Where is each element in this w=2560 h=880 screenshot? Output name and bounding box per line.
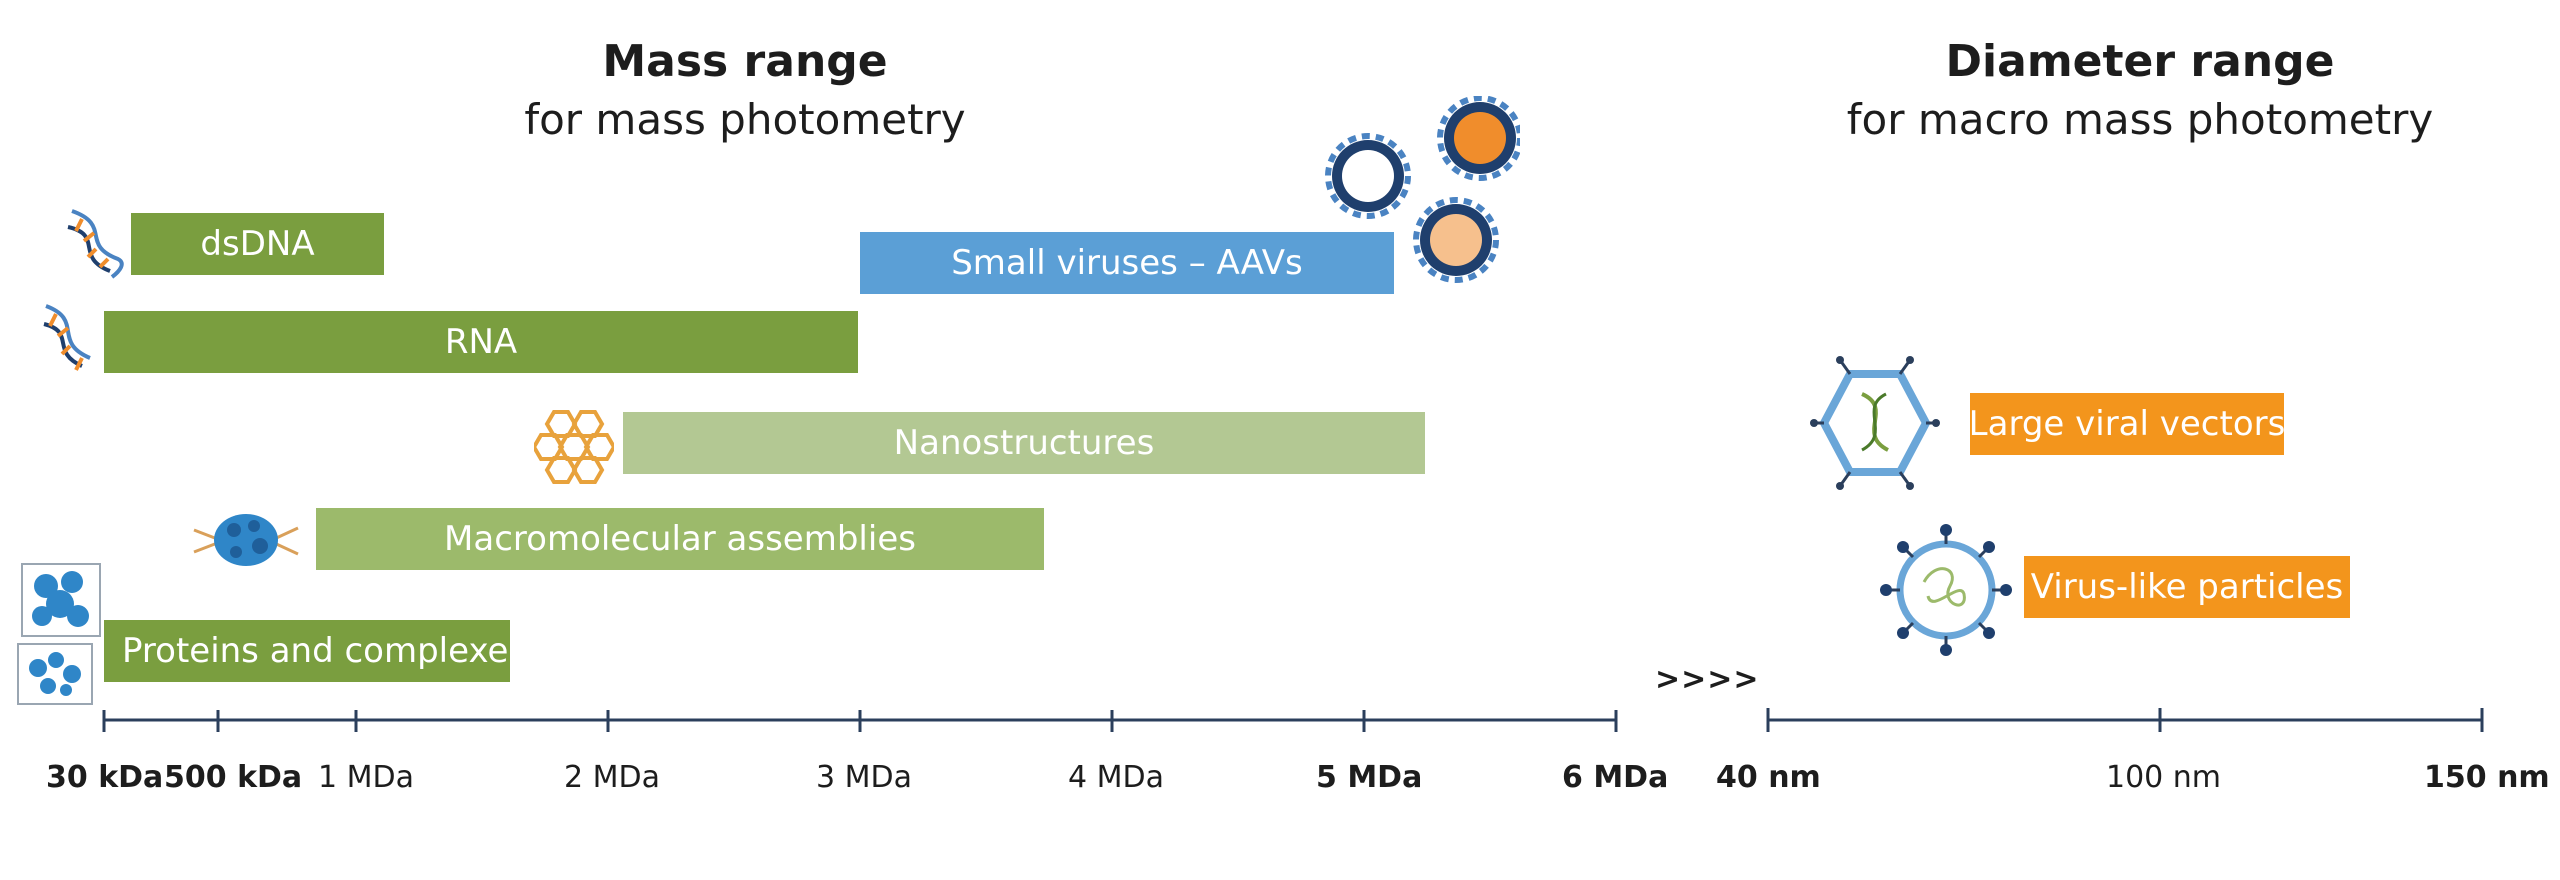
tick-100nm: 100 nm [2106, 760, 2222, 795]
tick-2mda: 2 MDa [564, 760, 660, 795]
mass-range-heading: Mass range [602, 36, 888, 87]
tick-500kda: 500 kDa [164, 760, 303, 795]
dna-helix-icon [67, 209, 124, 279]
bar-macromolecular-assemblies: Macromolecular assemblies [316, 508, 1044, 570]
nanostructure-hexagon-icon [534, 410, 614, 484]
mass-range-title: Mass range for mass photometry [410, 34, 1080, 150]
axis-break-marker: >>>> [1655, 662, 1760, 697]
tick-6mda: 6 MDa [1562, 760, 1669, 795]
mass-range-subheading: for mass photometry [524, 95, 966, 144]
bar-nanostructures: Nanostructures [623, 412, 1425, 474]
rna-helix-icon [43, 304, 91, 371]
tick-30kda: 30 kDa [46, 760, 164, 795]
tick-150nm: 150 nm [2424, 760, 2550, 795]
viral-vector-icon [1810, 356, 1940, 490]
virus-like-particle-icon [1880, 524, 2012, 656]
diameter-axis-ticks [1766, 708, 2484, 732]
bar-dsdna: dsDNA [131, 213, 384, 275]
protein-structure-icon [17, 563, 101, 705]
bar-virus-like-particles: Virus-like particles [2024, 556, 2350, 618]
tick-40nm: 40 nm [1716, 760, 1821, 795]
bar-rna: RNA [104, 311, 858, 373]
bar-large-viral-vectors: Large viral vectors [1969, 393, 2285, 455]
tick-3mda: 3 MDa [816, 760, 912, 795]
diameter-range-heading: Diameter range [1945, 36, 2335, 87]
mass-axis-ticks [102, 710, 1618, 732]
aav-capsid-icon [1325, 96, 1520, 283]
diameter-range-subheading: for macro mass photometry [1846, 95, 2434, 144]
bar-proteins-and-complexes: Proteins and complexes [104, 620, 526, 682]
bar-small-viruses-aavs: Small viruses – AAVs [860, 232, 1394, 294]
macromolecular-assembly-icon [193, 514, 299, 566]
diameter-range-title: Diameter range for macro mass photometry [1800, 34, 2480, 150]
tick-1mda: 1 MDa [318, 760, 414, 795]
tick-4mda: 4 MDa [1068, 760, 1164, 795]
tick-5mda: 5 MDa [1316, 760, 1423, 795]
